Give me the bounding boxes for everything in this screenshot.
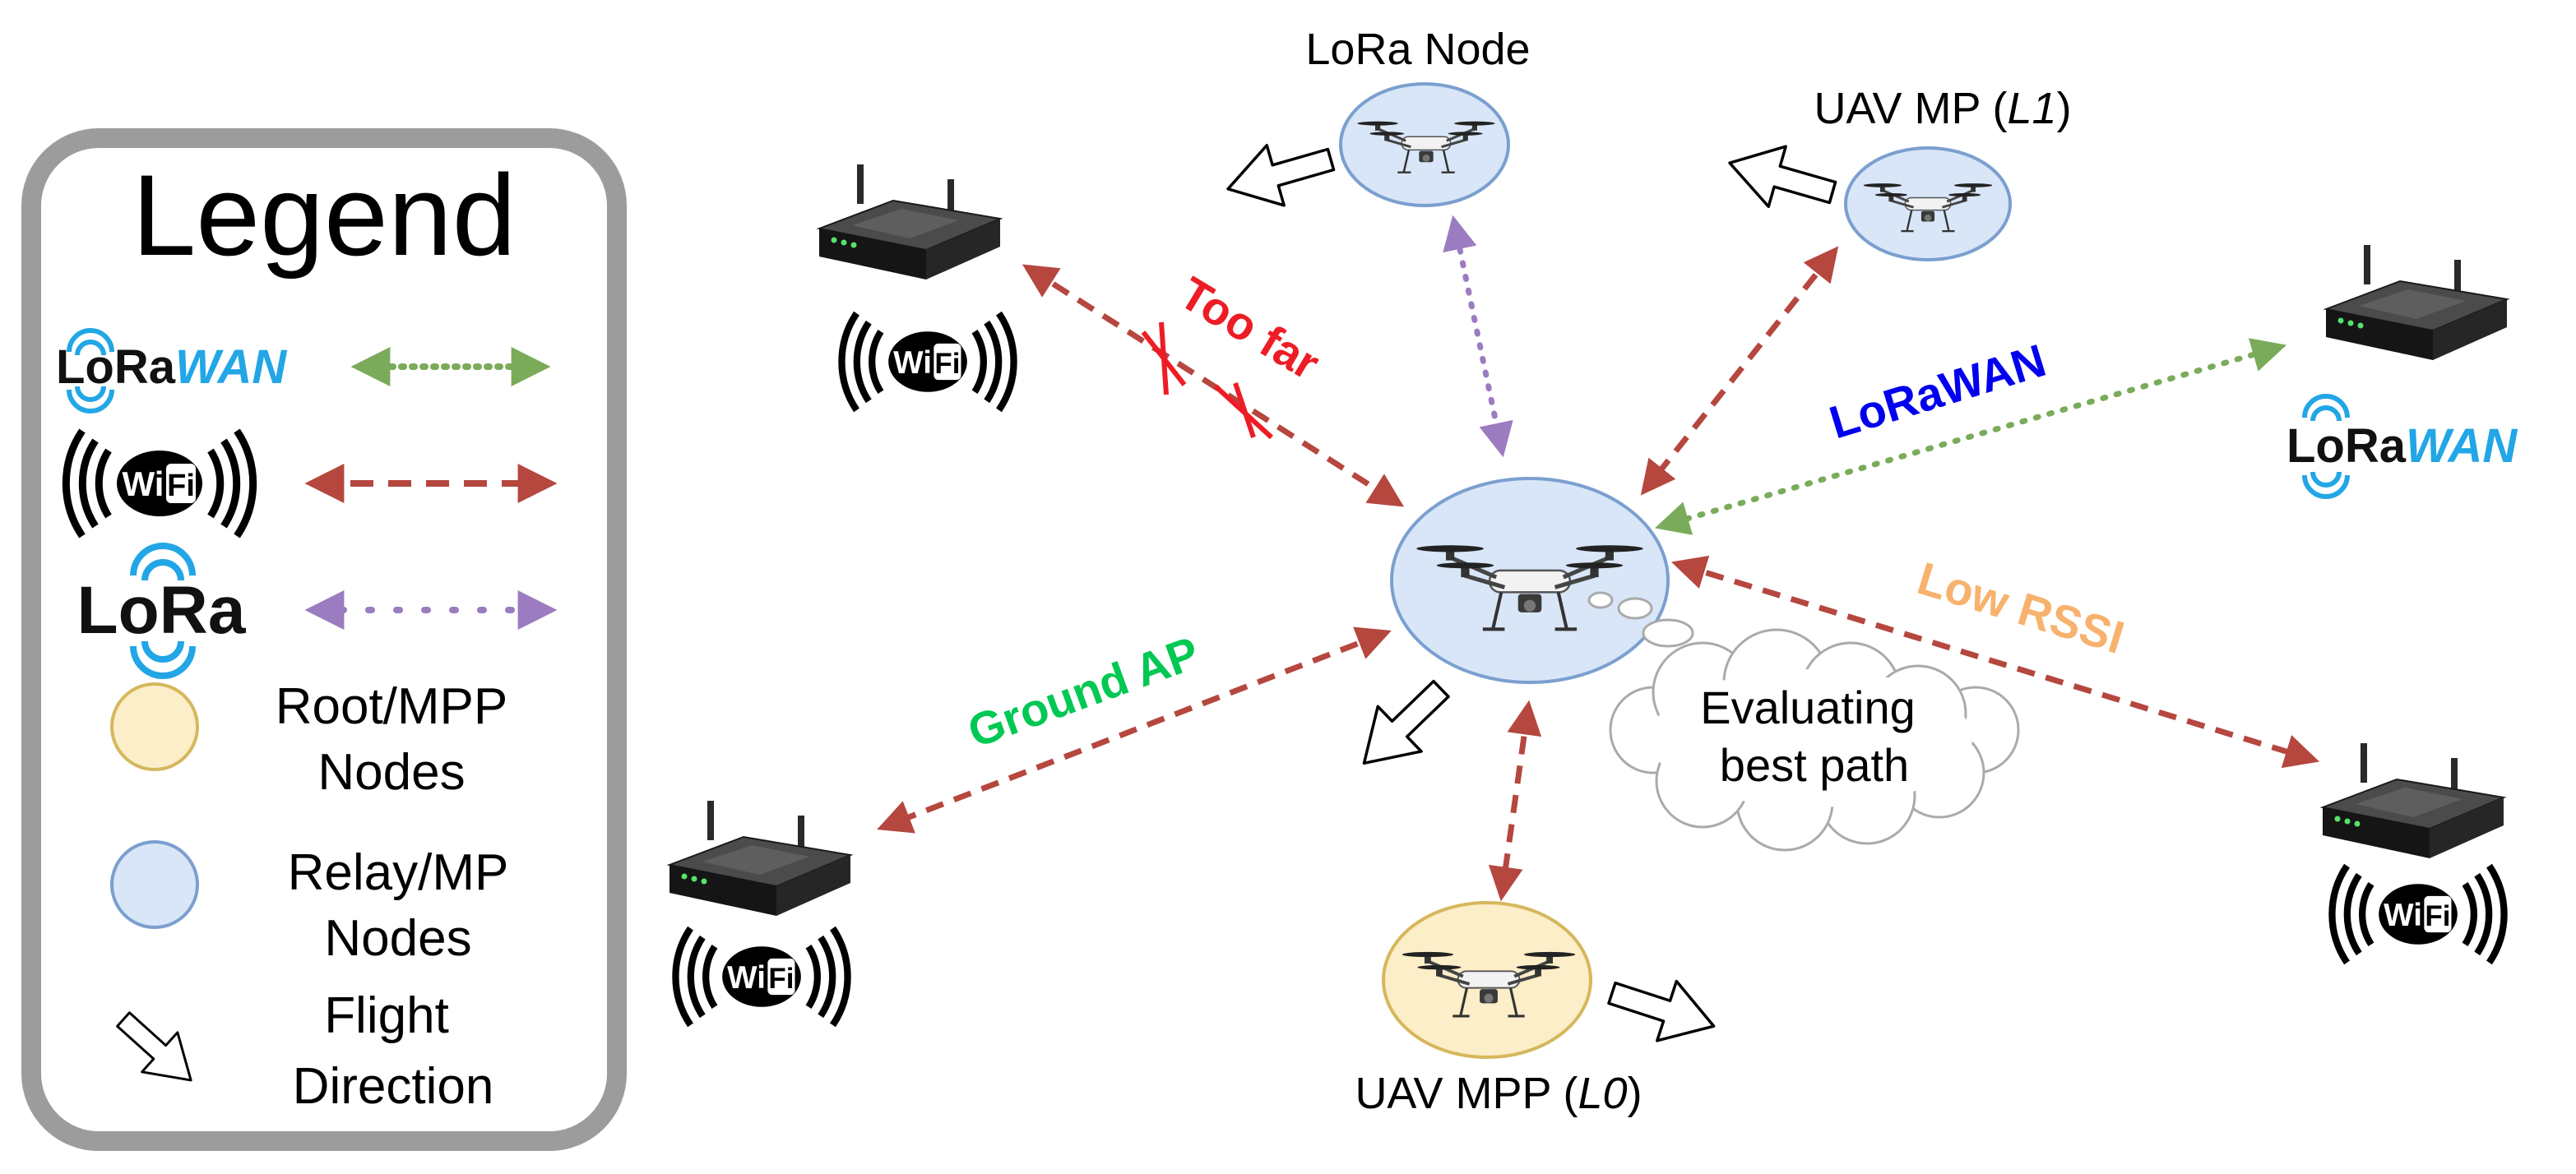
router-bottom-left: Wi Fi <box>669 800 851 1028</box>
wifi-badge-bottom-right: Wi Fi <box>2328 863 2508 965</box>
svg-text:LoRaWAN: LoRaWAN <box>2286 419 2518 473</box>
lorawan-link-label: LoRaWAN <box>1823 334 2051 448</box>
svg-text:Wi: Wi <box>727 960 766 996</box>
wifi-link-right-router <box>1670 555 2320 769</box>
lorawan-badge: LoRaWAN <box>2286 394 2518 499</box>
wifi-logo-wi: Wi <box>123 465 164 503</box>
links <box>877 215 2320 902</box>
flight-arrow-icon-uav-mpp <box>1601 962 1726 1058</box>
lora-node: LoRa Node <box>1305 25 1531 207</box>
router-lorawan-gateway: LoRaWAN <box>2286 244 2518 499</box>
uav-mpp-label: UAV MPP (L0) <box>1355 1069 1642 1118</box>
lorawan-logo-wan: WAN <box>175 340 287 394</box>
svg-text:Wi: Wi <box>893 345 932 381</box>
legend-flight-label-1: Flight <box>324 987 449 1044</box>
wifi-link-top-router <box>1022 264 1405 507</box>
blocked-mark-1 <box>1141 321 1187 395</box>
router-top-left: Wi Fi <box>818 164 1017 413</box>
uav-mp-label: UAV MP (L1) <box>1814 84 2071 133</box>
legend: Legend LoRaWAN Wi Fi <box>21 128 627 1151</box>
ground-ap-label: Ground AP <box>961 626 1206 758</box>
legend-flight-label-2: Direction <box>293 1058 494 1115</box>
thought-text-2: best path <box>1720 739 1909 791</box>
wifi-badge-top-left: Wi Fi <box>838 311 1017 413</box>
blocked-mark-2 <box>1213 382 1274 440</box>
wifi-logo: Wi Fi <box>62 428 257 538</box>
lora-node-label: LoRa Node <box>1305 25 1530 74</box>
legend-title: Legend <box>132 150 516 280</box>
flight-arrow-icon-uav-mp <box>1719 131 1843 224</box>
wifi-link-uav-mp <box>1640 246 1839 496</box>
svg-text:Fi: Fi <box>934 348 960 380</box>
svg-text:Fi: Fi <box>2425 900 2450 932</box>
svg-text:LoRaWAN: LoRaWAN <box>56 340 287 394</box>
lora-link-lora-node <box>1443 215 1513 458</box>
legend-root-label-2: Nodes <box>317 744 465 801</box>
lorawan-logo: LoRaWAN <box>56 328 287 414</box>
legend-root-label-1: Root/MPP <box>276 678 508 735</box>
legend-root-node-swatch <box>110 682 199 771</box>
wifi-link-uav-mpp <box>1488 700 1542 902</box>
flight-arrow-icon-central <box>1341 664 1465 788</box>
uav-mpp-node: UAV MPP (L0) <box>1355 901 1642 1118</box>
lora-logo-text: LoRa <box>77 573 247 648</box>
flight-arrow-icon-lora-node <box>1217 127 1341 221</box>
uav-mp-node: UAV MP (L1) <box>1814 84 2072 261</box>
thought-text-1: Evaluating <box>1700 682 1916 733</box>
legend-relay-label-2: Nodes <box>324 910 471 967</box>
wifi-link-ground-ap <box>877 626 1392 834</box>
too-far-label: Too far <box>1171 266 1329 390</box>
svg-text:Fi: Fi <box>768 963 794 995</box>
central-relay-node <box>1390 477 1670 684</box>
lorawan-logo-lora: LoRa <box>56 340 176 394</box>
wifi-logo-fi: Fi <box>167 469 195 503</box>
lorawan-link-gateway <box>1654 338 2287 535</box>
legend-relay-label-1: Relay/MP <box>288 844 509 901</box>
svg-text:Wi: Wi <box>2384 898 2422 933</box>
router-bottom-right: Wi Fi <box>2322 742 2508 965</box>
legend-relay-node-swatch <box>110 840 199 929</box>
thought-cloud: Evaluating best path <box>1587 591 2020 852</box>
lora-logo: LoRa <box>77 543 247 679</box>
wifi-badge-bottom-left: Wi Fi <box>672 926 851 1028</box>
